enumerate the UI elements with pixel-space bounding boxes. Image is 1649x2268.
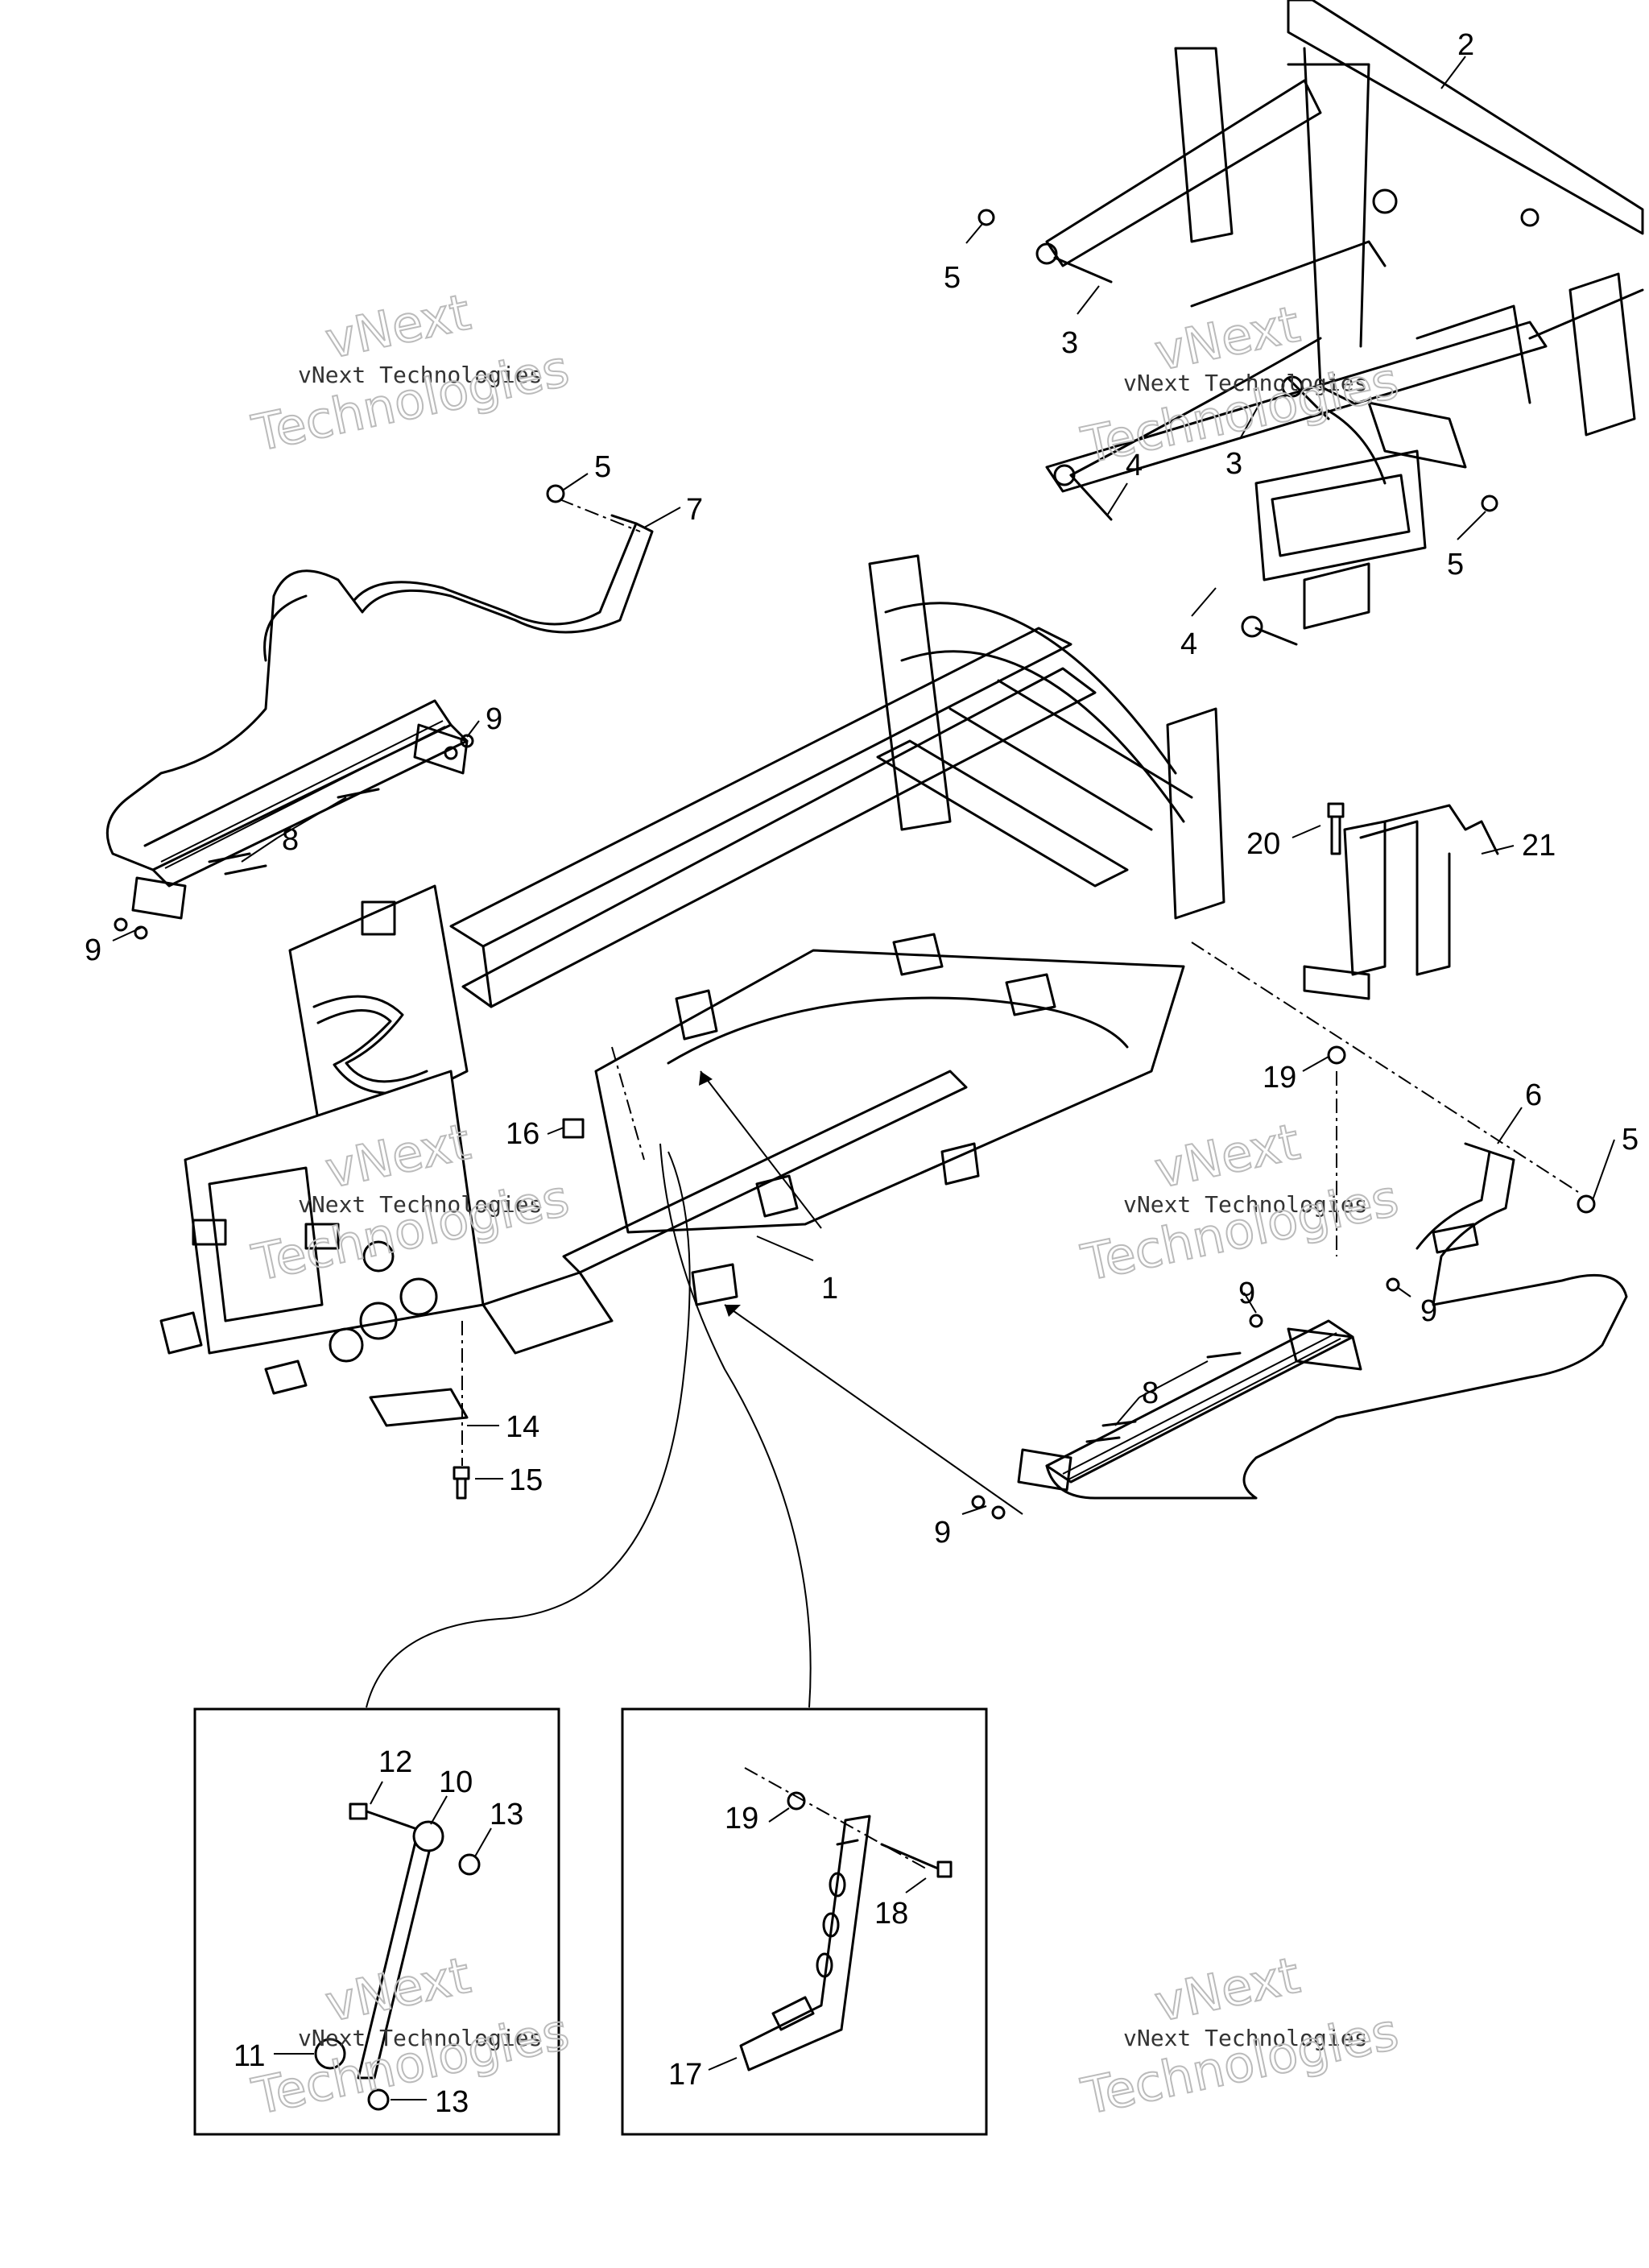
callout-6: 6 (1525, 1078, 1542, 1112)
callout-13: 13 (435, 2085, 469, 2119)
callout-3: 3 (1225, 447, 1242, 481)
callout-18: 18 (874, 1897, 908, 1931)
svg-text:vNext: vNext (1150, 1112, 1304, 1200)
svg-text:vNext Technologies: vNext Technologies (298, 362, 542, 388)
svg-text:vNext Technologies: vNext Technologies (298, 1191, 542, 1218)
svg-text:vNext Technologies: vNext Technologies (1123, 370, 1367, 396)
callout-9: 9 (486, 702, 502, 736)
callout-8: 8 (282, 823, 299, 857)
callout-labels: 1 2 3 3 4 4 5 5 5 5 6 7 8 8 9 9 9 9 9 10… (85, 28, 1639, 2119)
bolt-20 (1327, 802, 1345, 855)
watermark-mid-right: vNext Technologies vNext Technologies (1076, 1111, 1404, 1293)
svg-text:Technologies: Technologies (1077, 1168, 1403, 1292)
callout-4: 4 (1126, 449, 1143, 482)
mounting-bracket (1303, 804, 1499, 1000)
watermark-bottom-right: vNext Technologies vNext Technologies (1076, 1945, 1404, 2127)
callout-5: 5 (944, 261, 961, 295)
callout-17: 17 (668, 2058, 702, 2092)
svg-text:vNext Technologies: vNext Technologies (1123, 2025, 1367, 2051)
center-lines (461, 499, 1579, 1466)
callout-15: 15 (509, 1463, 543, 1497)
callout-9: 9 (1420, 1294, 1437, 1328)
callout-2: 2 (1457, 28, 1474, 62)
inset-bracket-detail (621, 1707, 988, 2136)
right-footrest (1017, 1142, 1628, 1500)
callout-3: 3 (1061, 326, 1078, 360)
rear-subframe (1045, 0, 1644, 630)
inset-strut-detail (193, 1707, 560, 2136)
svg-text:vNext: vNext (320, 283, 475, 370)
callout-14: 14 (506, 1410, 539, 1444)
callout-5: 5 (594, 450, 611, 484)
leader-lines (112, 56, 1615, 1708)
callout-11: 11 (234, 2039, 265, 2073)
fasteners (114, 209, 1596, 1520)
svg-text:Technologies: Technologies (1077, 2001, 1403, 2125)
svg-text:vNext Technologies: vNext Technologies (298, 2025, 542, 2051)
callout-19: 19 (1263, 1061, 1296, 1095)
callout-5: 5 (1622, 1123, 1639, 1157)
callout-9: 9 (934, 1516, 951, 1550)
callout-21: 21 (1522, 829, 1556, 863)
callout-13: 13 (490, 1798, 523, 1831)
svg-text:vNext: vNext (1150, 1946, 1304, 2034)
callout-4: 4 (1180, 627, 1197, 661)
callout-10: 10 (439, 1765, 473, 1799)
svg-text:Technologies: Technologies (247, 338, 574, 462)
callout-9: 9 (85, 933, 101, 967)
svg-text:vNext Technologies: vNext Technologies (1123, 1191, 1367, 1218)
callout-16: 16 (506, 1117, 539, 1151)
left-footrest (105, 514, 654, 920)
callout-8: 8 (1142, 1376, 1159, 1410)
watermark-top-left: vNext Technologies vNext Technologies (246, 282, 575, 464)
callout-19: 19 (725, 1802, 758, 1836)
main-frame (159, 554, 1225, 1395)
callout-12: 12 (378, 1745, 412, 1779)
callout-9: 9 (1238, 1277, 1255, 1310)
callout-7: 7 (686, 493, 703, 527)
callout-20: 20 (1246, 827, 1280, 861)
callout-1: 1 (821, 1272, 838, 1306)
callout-5: 5 (1447, 548, 1464, 581)
